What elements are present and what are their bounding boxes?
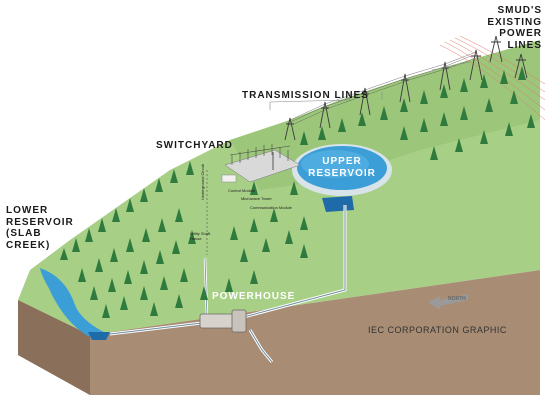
utility-shaft-inner [204,257,208,319]
powerhouse-label: POWERHOUSE [212,291,296,302]
control-module-label: Control Module [228,188,256,193]
lower-reservoir-label-line-1: LOWER [6,205,49,216]
tailrace-tunnel-inner [109,321,211,335]
upper-reservoir-section [322,196,354,212]
smud-towers [489,35,528,79]
lower-reservoir-label-line-3: (SLAB [6,228,42,239]
lower-reservoir-label: LOWER RESERVOIR (SLAB CREEK) [6,205,74,251]
credit-label: IEC CORPORATION GRAPHIC [368,325,507,335]
smud-power-lines-label: SMUD'S EXISTING POWER LINES [472,5,542,51]
north-arrow [428,294,468,310]
communication-module-label: Communication Module [250,205,293,210]
upper-reservoir-shine [301,150,369,178]
transmission-towers [284,49,483,141]
underground-circuit-label: Underground Circuit [200,164,205,200]
switchyard-label: SWITCHYARD [156,140,233,151]
callout-lines [269,61,471,110]
utility-shaft-house-line-1: Utility Shaft [190,231,211,236]
smud-existing-power-lines [439,35,546,121]
switchyard [221,144,301,183]
microwave-tower-label: Microwave Tower [241,196,272,201]
transmission-lines-label: TRANSMISSION LINES [242,90,369,101]
transmission-wires [285,51,482,125]
smud-label-line-3: POWER [499,28,542,39]
headrace-tunnel-inner [239,205,346,319]
lower-reservoir-label-line-2: RESERVOIR [6,216,74,228]
utility-shaft-house-line-2: House [190,236,202,241]
earth-cross-section [18,270,540,395]
upper-reservoir-label: UPPER RESERVOIR [305,156,379,179]
trees [60,66,535,318]
north-label: NORTH [448,296,466,302]
smud-label-line-4: LINES [507,39,542,51]
lower-reservoir-intake [88,332,110,340]
powerhouse-cavern [199,309,274,363]
utility-shaft-house-label: Utility Shaft House [190,231,210,241]
smud-label-line-2: EXISTING [487,16,542,28]
upper-reservoir-label-line-1: UPPER [322,156,362,167]
earth-left-face [18,300,90,395]
lower-reservoir [40,268,108,336]
upper-reservoir-label-line-2: RESERVOIR [308,167,376,179]
lower-reservoir-label-line-4: CREEK) [6,239,51,251]
smud-label-line-1: SMUD'S [497,5,542,16]
